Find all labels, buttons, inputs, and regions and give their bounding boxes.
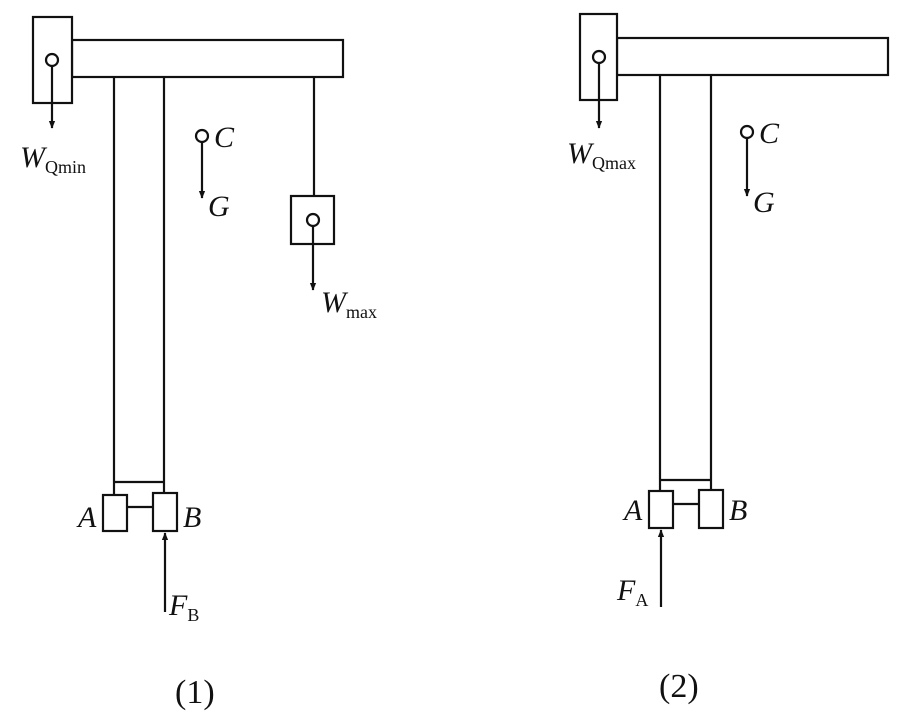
cg-point bbox=[194, 128, 210, 144]
boom bbox=[70, 38, 345, 79]
counterweight-pivot bbox=[44, 52, 60, 68]
figure-1: WQmin C G Wmax A B FB (1) bbox=[20, 15, 377, 711]
cg-point bbox=[739, 124, 755, 140]
cg-label: C bbox=[759, 117, 780, 150]
figure-2-caption: (2) bbox=[659, 668, 699, 705]
counterweight-force-label: WQmin bbox=[20, 141, 86, 177]
wheel-b-label: B bbox=[183, 501, 201, 534]
wheel-b-label: B bbox=[729, 494, 747, 527]
gravity-label: G bbox=[753, 186, 775, 219]
load-force-label: Wmax bbox=[321, 286, 377, 322]
reaction-label: FA bbox=[616, 574, 648, 610]
cg-label: C bbox=[214, 121, 235, 154]
figure-2: WQmax C G A B FA (2) bbox=[567, 12, 890, 705]
reaction-label: FB bbox=[168, 589, 199, 625]
counterweight-force-label: WQmax bbox=[567, 137, 636, 173]
boom bbox=[615, 36, 890, 77]
wheel-b bbox=[151, 491, 179, 533]
wheel-b bbox=[697, 488, 725, 530]
figure-1-caption: (1) bbox=[175, 674, 215, 711]
counterweight-pivot bbox=[591, 49, 607, 65]
wheel-a bbox=[647, 489, 675, 530]
wheel-a-label: A bbox=[76, 501, 97, 534]
wheel-a-label: A bbox=[622, 494, 643, 527]
load-pivot bbox=[305, 212, 321, 228]
wheel-a bbox=[101, 493, 129, 533]
gravity-label: G bbox=[208, 190, 230, 223]
